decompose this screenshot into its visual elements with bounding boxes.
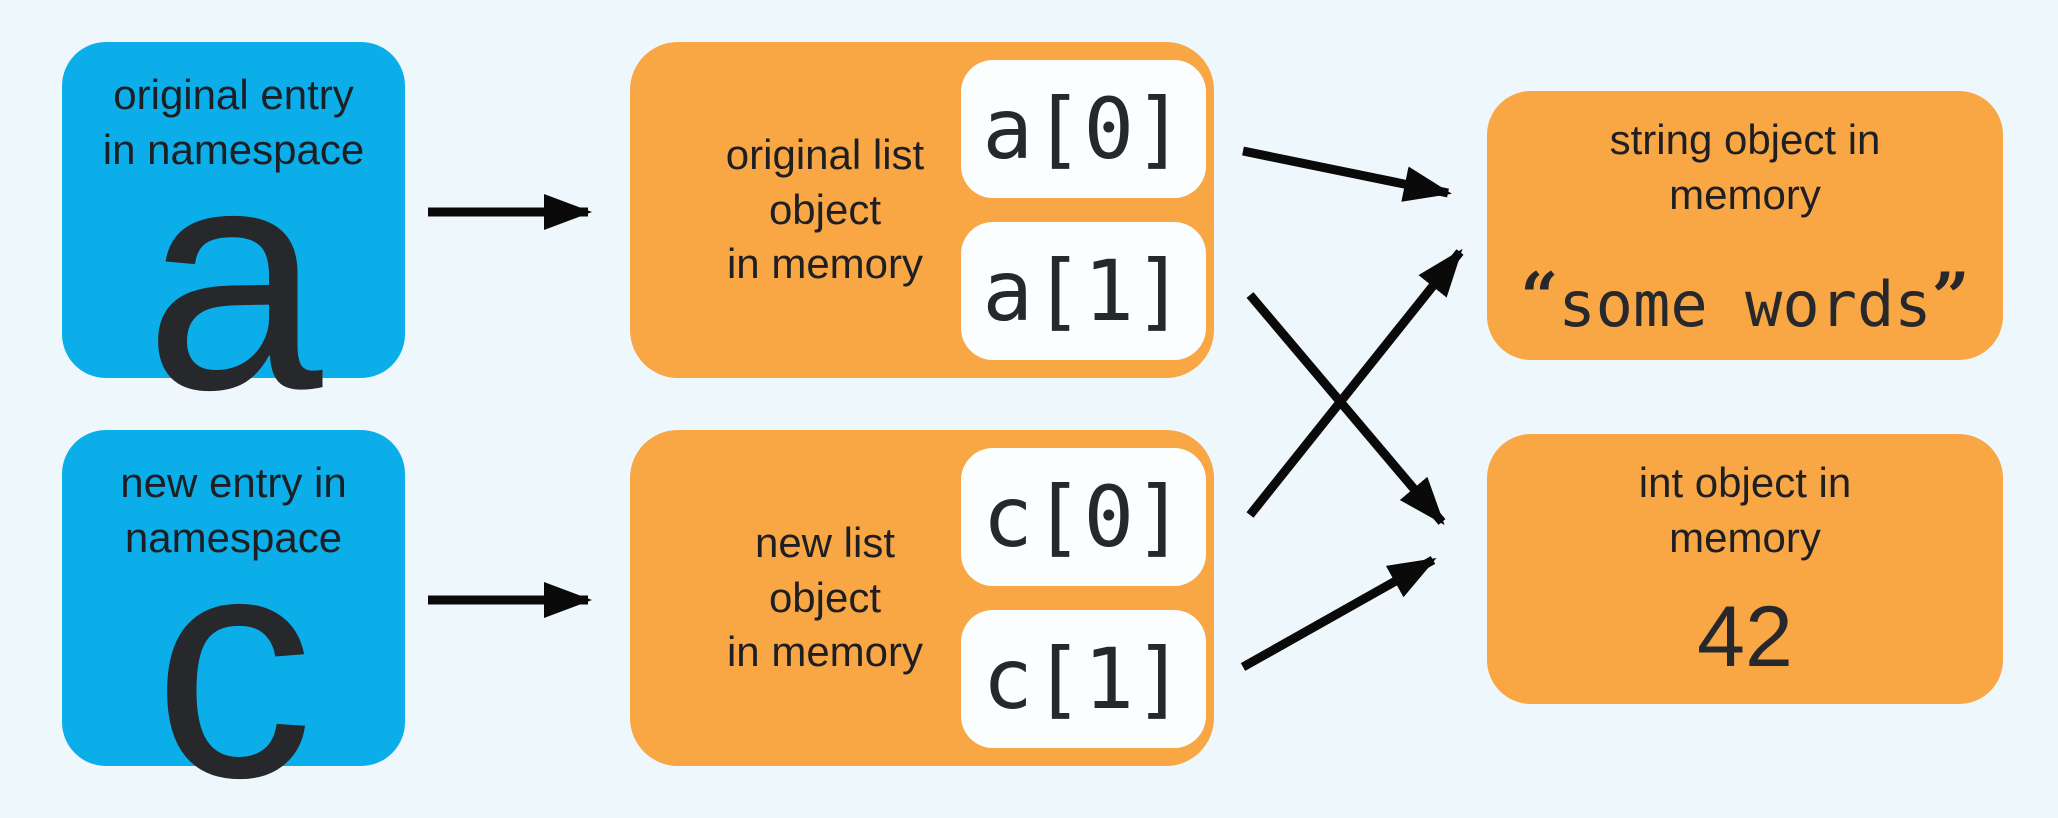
label-line: int object in (1638, 459, 1852, 506)
list-slot-a1: a[1] (961, 222, 1206, 360)
list-slot-c0: c[0] (961, 448, 1206, 586)
namespace-box-c: new entry in namespace c (62, 430, 405, 818)
string-object-box-label: string object in memory (1610, 113, 1881, 222)
namespace-box-a-label: original entry in namespace (103, 42, 365, 177)
label-line: in memory (726, 628, 924, 676)
label-line: in memory (726, 240, 924, 288)
original-list-box-label: original list object in memory (660, 42, 990, 378)
list-slot-c1: c[1] (961, 610, 1206, 748)
label-line: original entry (113, 71, 354, 118)
label-line: memory (1669, 513, 1821, 561)
arrow-c1-to-int (1240, 556, 1437, 671)
new-list-box: new list object in memory c[0] c[1] (630, 430, 1214, 766)
string-object-box: string object in memory “some words” (1487, 91, 2003, 360)
int-object-box-label: int object in memory (1639, 456, 1851, 565)
label-line: new entry in (120, 459, 347, 506)
list-slot-a1-text: a[1] (982, 242, 1185, 340)
list-slot-c0-text: c[0] (982, 468, 1185, 566)
namespace-box-a: original entry in namespace a (62, 42, 405, 457)
label-line: original list (725, 131, 925, 179)
int-object-value: 42 (1697, 589, 1793, 685)
arrow-a1-to-int (1246, 292, 1446, 526)
arrow-c0-to-string (1246, 248, 1464, 518)
list-slot-c1-text: c[1] (982, 630, 1185, 728)
label-line: memory (1669, 170, 1821, 218)
variable-name-a: a (144, 98, 323, 457)
label-line: object (768, 573, 882, 621)
open-quote: “ (1520, 258, 1559, 336)
namespace-box-c-label: new entry in namespace (120, 430, 346, 565)
label-line: string object in (1609, 116, 1881, 163)
string-text: some words (1558, 268, 1932, 341)
label-line: object (768, 185, 882, 233)
string-object-value: “some words” (1520, 264, 1969, 336)
arrow-a0-to-string (1242, 146, 1452, 202)
new-list-box-label: new list object in memory (660, 430, 990, 766)
label-line: in namespace (102, 125, 365, 173)
original-list-box: original list object in memory a[0] a[1] (630, 42, 1214, 378)
variable-name-c: c (153, 486, 314, 818)
label-line: namespace (124, 513, 343, 561)
list-slot-a0: a[0] (961, 60, 1206, 198)
int-object-box: int object in memory 42 (1487, 434, 2003, 704)
close-quote: ” (1931, 258, 1970, 336)
label-line: new list (754, 519, 896, 567)
list-slot-a0-text: a[0] (982, 80, 1185, 178)
